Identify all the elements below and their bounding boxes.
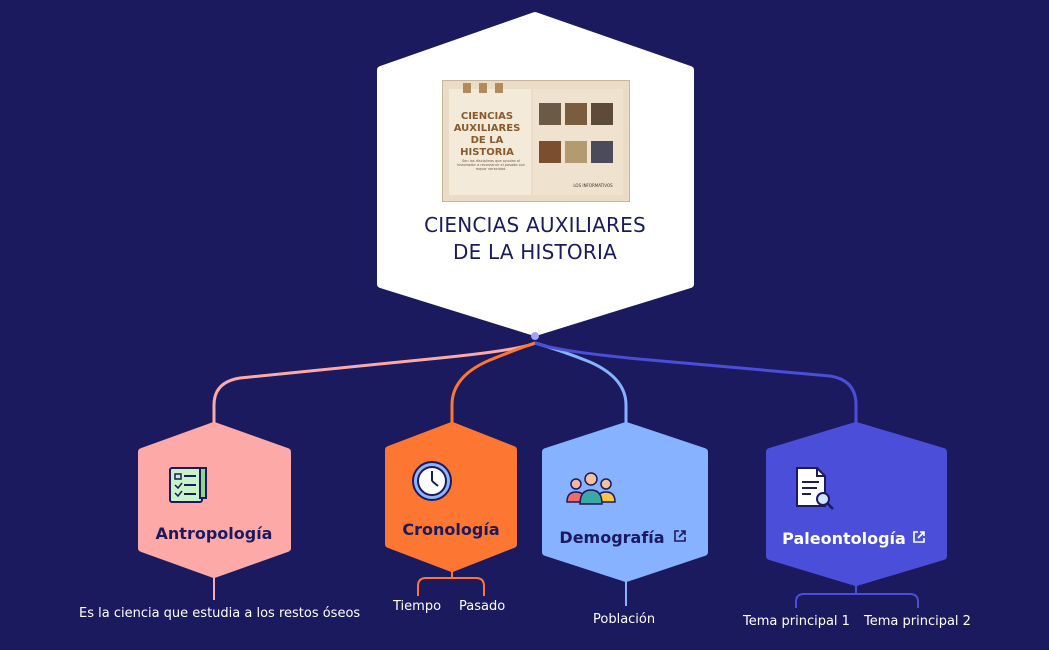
thumbnail-title-2: AUXILIARES	[454, 123, 521, 134]
central-title-line-2: DE LA HISTORIA	[453, 240, 617, 264]
cronologia-child-pasado[interactable]: Pasado	[459, 599, 506, 614]
cronologia-child-tiempo[interactable]: Tiempo	[393, 599, 442, 614]
checklist-icon	[169, 467, 207, 503]
demografia-child-poblacion[interactable]: Población	[593, 612, 656, 627]
demografia-hexagon[interactable]	[542, 422, 708, 582]
cronologia-label: Cronología	[402, 520, 500, 539]
document-search-icon	[796, 467, 834, 510]
thumbnail-caption: Son las disciplinas que ayudan al histor…	[457, 159, 525, 172]
connector-paleontologia-children	[795, 582, 919, 608]
external-link-icon[interactable]	[673, 529, 687, 543]
cronologia-hexagon[interactable]	[385, 422, 517, 572]
central-title: CIENCIAS AUXILIARES DE LA HISTORIA	[392, 212, 678, 266]
antropologia-hexagon[interactable]	[138, 422, 291, 578]
paleontologia-child-2[interactable]: Tema principal 2	[864, 614, 971, 629]
thumbnail-title-4: HISTORIA	[460, 147, 514, 158]
external-link-icon[interactable]	[912, 530, 926, 544]
people-icon	[566, 472, 616, 505]
thumbnail-title-3: DE LA	[471, 135, 504, 146]
paleontologia-child-1[interactable]: Tema principal 1	[743, 614, 850, 629]
thumbnail-footer: LOS INFORMATIVOS	[573, 183, 613, 188]
clock-icon	[412, 461, 452, 501]
demografia-label: Demografía	[559, 528, 665, 547]
central-title-line-1: CIENCIAS AUXILIARES	[424, 213, 646, 237]
antropologia-label: Antropología	[155, 524, 273, 543]
connector-cronologia	[450, 341, 536, 430]
paleontologia-label: Paleontología	[782, 529, 906, 548]
connector-paleontologia	[534, 341, 858, 430]
paleontologia-hexagon[interactable]	[766, 422, 947, 586]
antropologia-child-text[interactable]: Es la ciencia que estudia a los restos ó…	[79, 606, 361, 621]
thumbnail-art: CIENCIAS AUXILIARES DE LA HISTORIA Son l…	[443, 81, 629, 201]
central-thumbnail-image: CIENCIAS AUXILIARES DE LA HISTORIA Son l…	[442, 80, 630, 202]
connector-antropologia	[212, 341, 536, 430]
thumbnail-title-1: CIENCIAS	[461, 111, 513, 122]
